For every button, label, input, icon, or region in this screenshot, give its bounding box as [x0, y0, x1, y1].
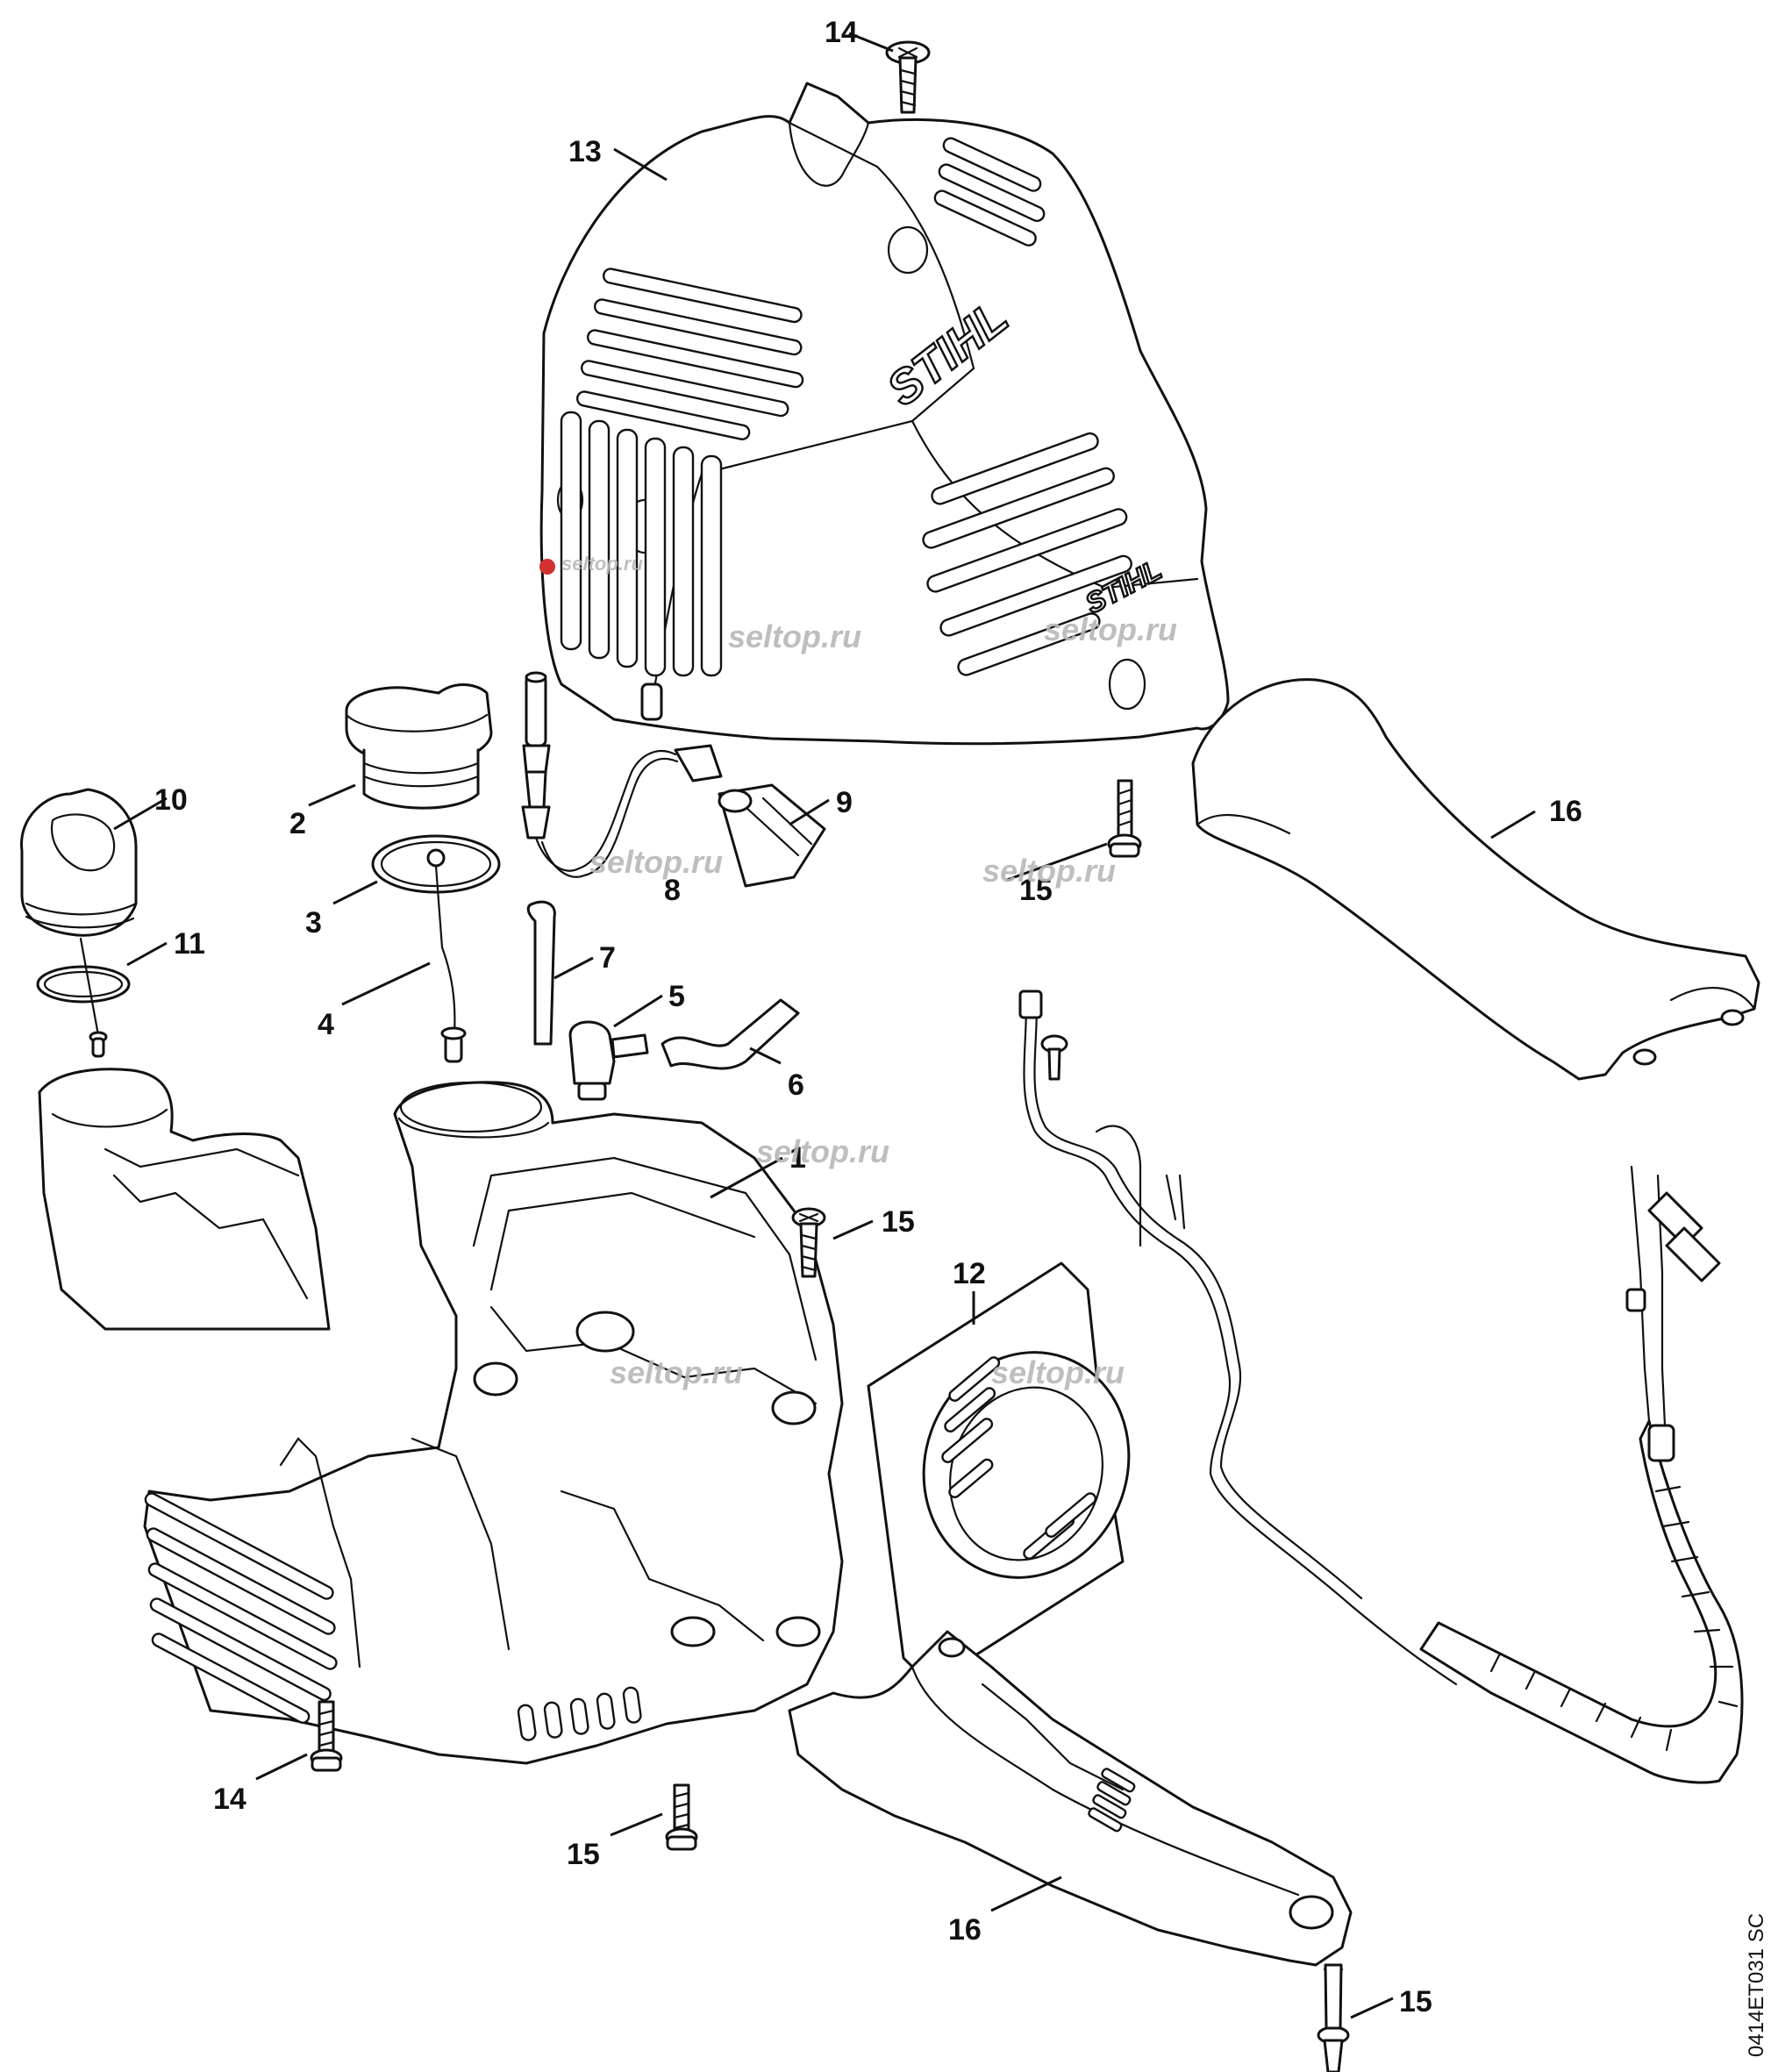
screw-14-top	[885, 40, 931, 114]
valve-5	[568, 1020, 649, 1101]
screw-15-cover	[1107, 779, 1142, 858]
tank-detail-left	[38, 1068, 331, 1331]
screw-14-bottom	[310, 1700, 343, 1772]
callout-2: 2	[289, 807, 306, 840]
cover-grille-front	[560, 411, 723, 677]
screw-15-bottom-mid	[665, 1783, 698, 1851]
callout-numbers: 14 13 10 2 9 16 11 3 8 15 7 4 5 6 1 15 12 14 15 16 15	[154, 16, 1582, 2018]
callout-3: 3	[305, 906, 322, 940]
fan-ribs	[941, 1356, 1097, 1560]
callout-4: 4	[318, 1008, 334, 1041]
callout-12: 12	[953, 1257, 986, 1290]
fuel-pickup-4	[426, 848, 467, 1063]
o-ring-11	[36, 965, 131, 1004]
hose-7	[526, 900, 556, 1046]
callout-10: 10	[154, 783, 188, 817]
watermark-text: seltop.ru	[982, 853, 1116, 889]
watermark-text: seltop.ru	[728, 618, 861, 654]
housing-1	[143, 1081, 844, 1765]
watermark-logo-icon	[539, 559, 555, 575]
screw-harness	[1040, 1034, 1068, 1081]
leader-lines	[113, 32, 1536, 2019]
callout-15: 15	[1019, 874, 1053, 907]
handle-ribs	[1088, 1768, 1136, 1833]
callout-16: 16	[948, 1913, 982, 1947]
fan-housing-12	[867, 1261, 1131, 1686]
wiring-harness	[1018, 990, 1744, 1784]
callout-16: 16	[1549, 795, 1582, 828]
housing-base-slots	[517, 1686, 642, 1741]
screw-15-housing	[791, 1207, 826, 1278]
callout-6: 6	[788, 1068, 804, 1102]
callout-14: 14	[213, 1783, 246, 1816]
callout-8: 8	[664, 874, 681, 907]
fuel-hose-8	[521, 671, 723, 878]
watermark-text: seltop.ru	[1044, 611, 1177, 647]
watermark-text: seltop.ru	[991, 1354, 1125, 1390]
cover-vents-left	[575, 268, 804, 440]
watermark-text: seltop.ru	[589, 844, 723, 880]
callout-9: 9	[836, 786, 853, 819]
watermark-text: seltop.ru	[561, 553, 643, 575]
callout-15: 15	[567, 1838, 600, 1871]
housing-grille	[144, 1492, 338, 1724]
watermark-text: seltop.ru	[610, 1354, 743, 1390]
callout-7: 7	[599, 941, 616, 975]
hose-6	[661, 998, 800, 1070]
callout-5: 5	[668, 980, 685, 1013]
fuel-filter-9	[718, 783, 826, 888]
drawing-code: 0414ET031 SC	[1745, 1913, 1768, 2057]
cap-10	[20, 788, 138, 937]
screw-15-bottom-right	[1317, 1963, 1350, 2072]
callout-15: 15	[882, 1205, 915, 1239]
watermarks: seltop.ru seltop.ru seltop.ru seltop.ru …	[561, 553, 1177, 1390]
callout-1: 1	[789, 1141, 806, 1175]
fuel-cap-2	[345, 683, 493, 810]
engine-cover-13: STIHL STIHL	[539, 82, 1230, 746]
callout-14: 14	[825, 16, 858, 49]
watermark-text: seltop.ru	[756, 1133, 889, 1169]
handle-16-bottom	[788, 1630, 1353, 1967]
handle-16-top	[1191, 678, 1760, 1081]
callout-15: 15	[1399, 1985, 1432, 2018]
callout-13: 13	[568, 135, 602, 168]
callout-11: 11	[174, 927, 205, 961]
cover-vents-right	[922, 432, 1132, 676]
